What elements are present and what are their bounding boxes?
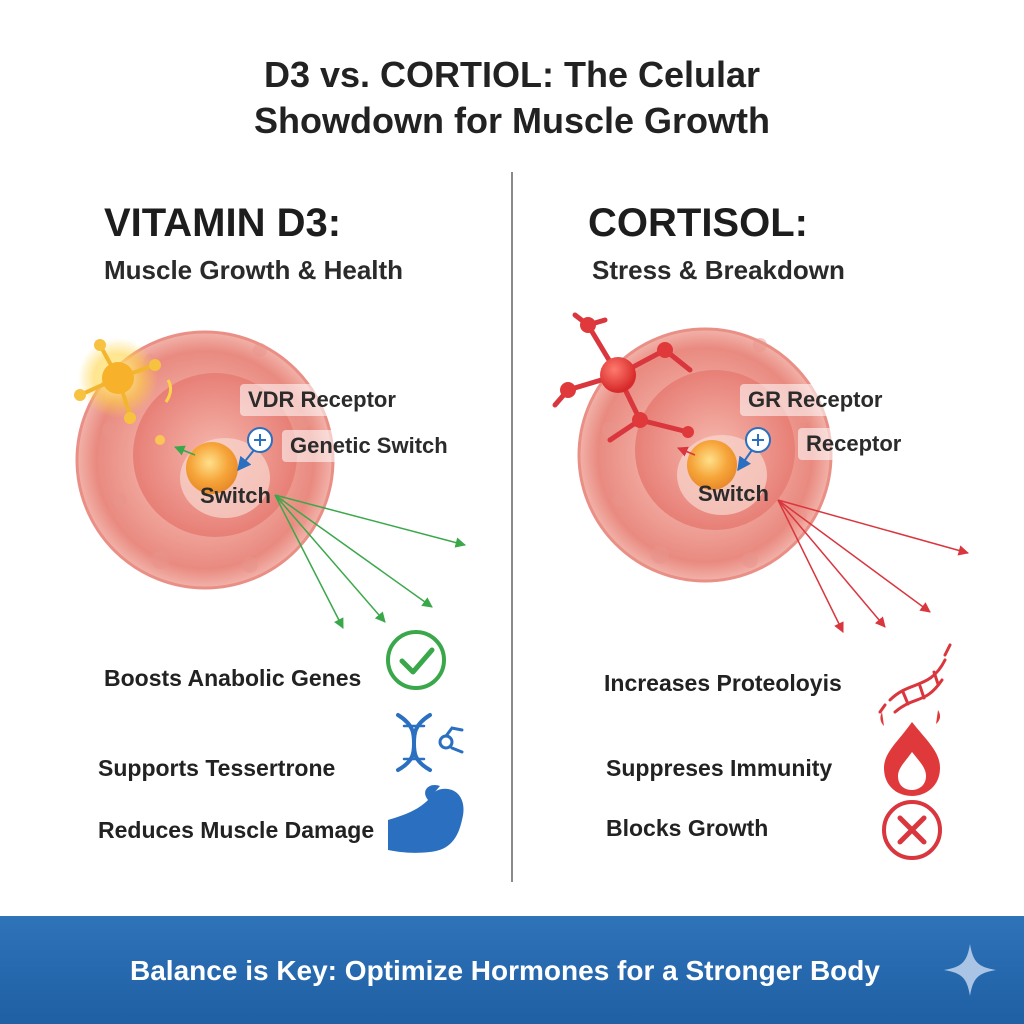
right-panel-subheading: Stress & Breakdown	[592, 255, 845, 285]
flexed-bicep-icon	[388, 784, 464, 853]
dna-molecule-icon	[396, 713, 464, 772]
title-line-1: D3 vs. CORTIOL: The Celular	[263, 54, 761, 95]
left-small-arrow	[174, 445, 196, 456]
left-plus-switch-icon	[237, 427, 273, 472]
banner-text: Balance is Key: Optimize Hormones for a …	[130, 955, 880, 986]
right-effect-2: Suppreses Immunity	[606, 755, 833, 781]
broken-dna-icon	[878, 643, 952, 714]
left-signal-arrows	[274, 494, 467, 629]
x-circle-icon	[882, 800, 942, 860]
bottom-banner: Balance is Key: Optimize Hormones for a …	[0, 916, 1024, 1024]
title-line-2: Showdown for Muscle Growth	[254, 100, 770, 141]
vitamin-d-molecule-icon	[74, 338, 173, 445]
center-divider	[511, 172, 513, 882]
left-panel-subheading: Muscle Growth & Health	[104, 255, 404, 285]
left-genetic-switch-label: Genetic Switch	[282, 430, 456, 462]
right-panel-heading: CORTISOL:	[588, 201, 808, 245]
left-nucleus-label: Switch	[200, 483, 271, 508]
right-plus-switch-icon	[737, 427, 771, 472]
left-effect-1: Boosts Anabolic Genes	[104, 665, 362, 691]
left-effect-2: Supports Tessertrone	[98, 755, 336, 781]
right-signal-arrows	[777, 499, 970, 633]
right-small-arrow	[677, 446, 696, 457]
left-effect-3: Reduces Muscle Damage	[98, 817, 375, 843]
page-title: D3 vs. CORTIOL: The Celular Showdown for…	[0, 52, 1024, 144]
flame-drop-icon	[880, 710, 941, 796]
sparkle-icon	[944, 944, 996, 996]
left-panel-heading: VITAMIN D3:	[104, 201, 342, 245]
left-receptor-label: VDR Receptor	[240, 384, 404, 416]
right-effect-3: Blocks Growth	[606, 815, 769, 841]
right-nucleus-label: Switch	[698, 481, 769, 506]
cortisol-molecule-icon	[552, 312, 694, 443]
checkmark-circle-icon	[386, 630, 446, 690]
right-effect-1: Increases Proteoloyis	[604, 670, 842, 696]
right-switch-label: Receptor	[798, 428, 910, 460]
right-receptor-label: GR Receptor	[740, 384, 891, 416]
